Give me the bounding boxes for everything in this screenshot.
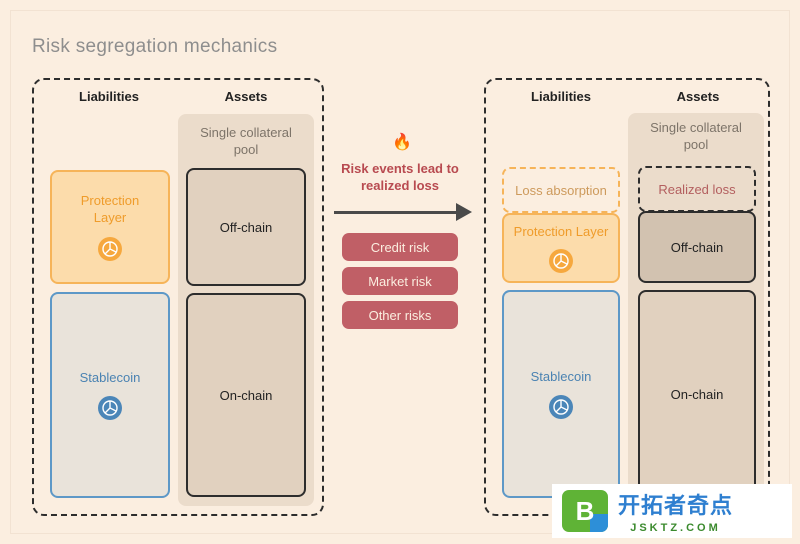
right-liabilities-header: Liabilities — [531, 89, 591, 104]
coin-icon — [549, 249, 573, 273]
left-protection-label: Protection Layer — [80, 193, 140, 225]
left-offchain-label: Off-chain — [219, 219, 273, 235]
coin-icon — [98, 395, 122, 420]
right-realized-loss: Realized loss — [638, 166, 756, 212]
left-stablecoin-label: Stablecoin — [79, 369, 141, 385]
watermark-logo: B 开拓者奇点 JSKTZ.COM — [552, 484, 792, 538]
right-assets-header: Assets — [676, 89, 720, 104]
right-realized-loss-label: Realized loss — [658, 181, 736, 197]
logo-letter: B — [575, 495, 595, 526]
risk-pill-market: Market risk — [342, 267, 458, 295]
left-pool-label: Single collateral pool — [200, 125, 292, 157]
right-onchain-label: On-chain — [670, 386, 724, 402]
right-offchain-assets: Off-chain — [638, 211, 756, 283]
left-assets-header: Assets — [224, 89, 268, 104]
risk-pill-other: Other risks — [342, 301, 458, 329]
arrow-head-icon — [456, 203, 472, 221]
watermark-name: 开拓者奇点 — [618, 493, 734, 518]
watermark-domain: JSKTZ.COM — [630, 522, 721, 534]
right-offchain-label: Off-chain — [670, 239, 724, 255]
risk-events-caption: Risk events lead to realized loss — [341, 161, 459, 193]
transition-arrow — [334, 211, 460, 214]
risk-pill-credit: Credit risk — [342, 233, 458, 261]
right-protection-label: Protection Layer — [513, 224, 609, 239]
diagram-title: Risk segregation mechanics — [32, 36, 278, 57]
right-pool-label: Single collateral pool — [650, 120, 742, 152]
fire-icon: 🔥 — [392, 134, 412, 151]
coin-icon — [98, 237, 122, 261]
coin-icon — [549, 394, 573, 419]
right-onchain-assets: On-chain — [638, 290, 756, 498]
left-onchain-label: On-chain — [219, 387, 273, 403]
left-liabilities-header: Liabilities — [79, 89, 139, 104]
left-stablecoin: Stablecoin — [50, 292, 170, 498]
left-balance-sheet — [32, 78, 324, 516]
right-stablecoin-label: Stablecoin — [530, 368, 592, 384]
right-loss-absorption: Loss absorption — [502, 167, 620, 213]
brand-logo-icon: B — [562, 490, 608, 532]
right-stablecoin: Stablecoin — [502, 290, 620, 498]
right-protection-layer: Protection Layer — [502, 213, 620, 283]
left-onchain-assets: On-chain — [186, 293, 306, 497]
right-loss-absorption-label: Loss absorption — [515, 182, 607, 198]
left-offchain-assets: Off-chain — [186, 168, 306, 286]
left-protection-layer: Protection Layer — [50, 170, 170, 284]
